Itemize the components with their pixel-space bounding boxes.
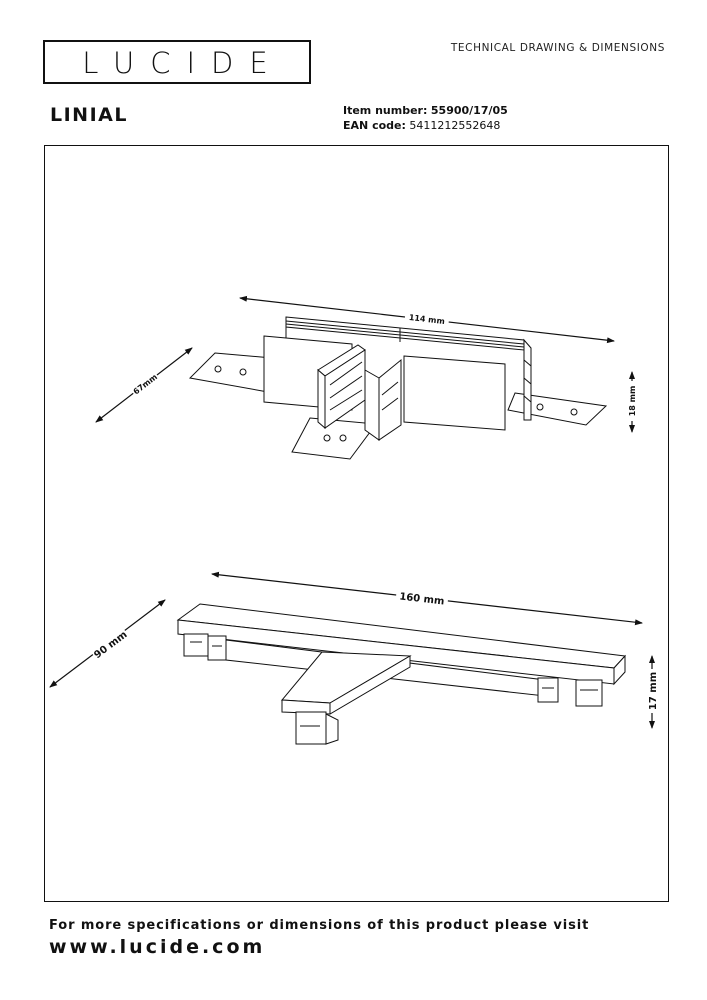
length-label: 160 mm	[399, 591, 445, 607]
height-label: 18 mm	[628, 386, 637, 417]
front-view-drawing	[176, 603, 627, 745]
length-label: 114 mm	[408, 313, 445, 326]
logo-text: LUCIDE	[82, 46, 284, 80]
left-mounting-plate	[188, 352, 273, 393]
item-number-row: Item number: 55900/17/05	[343, 103, 508, 118]
drawing-frame	[44, 145, 669, 902]
top-view-drawing	[188, 316, 608, 460]
right-end-block	[403, 355, 506, 431]
item-number-value: 55900/17/05	[430, 104, 508, 117]
product-name: LINIAL	[50, 104, 128, 126]
item-number-label: Item number:	[343, 104, 428, 117]
product-meta: Item number: 55900/17/05 EAN code: 54112…	[343, 103, 508, 133]
website-link[interactable]: www.lucide.com	[49, 936, 266, 958]
ean-value: 5411212552648	[409, 119, 501, 132]
height-label: 17 mm	[648, 672, 659, 710]
right-mounting-plate	[507, 392, 608, 426]
brand-logo: LUCIDE	[43, 40, 311, 84]
branch-end-block	[378, 358, 402, 441]
footer-note: For more specifications or dimensions of…	[49, 918, 590, 933]
ean-row: EAN code: 5411212552648	[343, 118, 508, 133]
document-type: TECHNICAL DRAWING & DIMENSIONS	[450, 42, 665, 54]
ean-label: EAN code:	[343, 119, 406, 132]
front-mounting-plate	[291, 417, 377, 460]
